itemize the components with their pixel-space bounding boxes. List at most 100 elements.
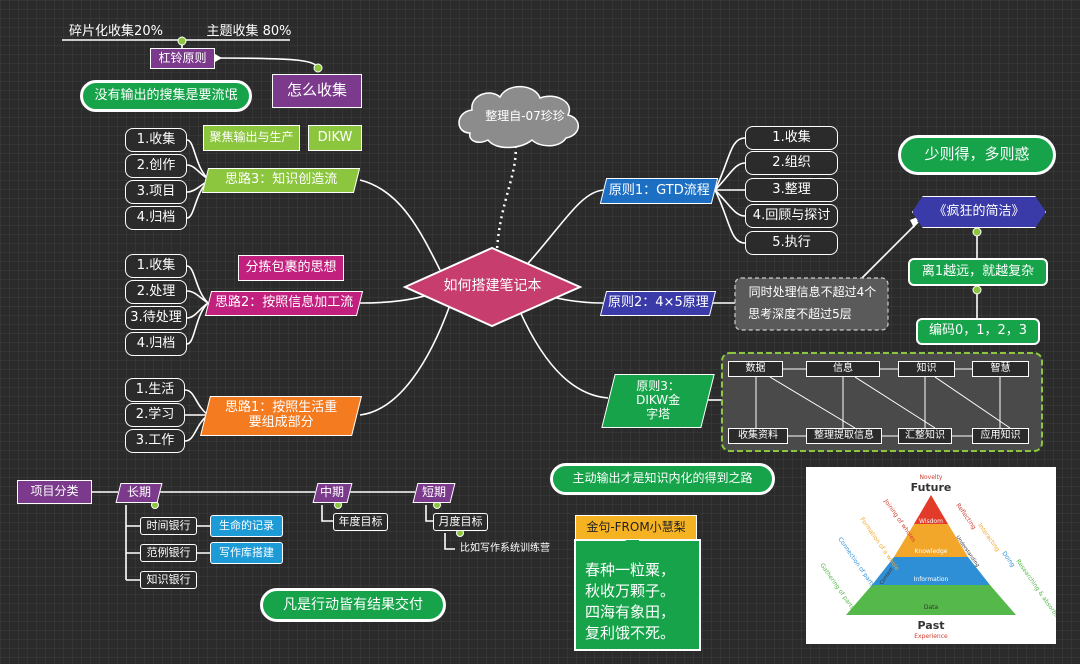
- no-output-pill[interactable]: 没有输出的搜集是要流氓: [80, 80, 252, 112]
- p3-item-3[interactable]: 3.项目: [125, 180, 187, 204]
- mid-label: 中期: [320, 485, 345, 500]
- active-output-pill[interactable]: 主动输出才是知识内化的得到之路: [550, 463, 775, 495]
- line-banks: [125, 505, 140, 581]
- cloud-shape: [458, 85, 579, 149]
- p45-label: 原则2：4×5原理: [607, 295, 709, 311]
- p1-item-1[interactable]: 1.生活: [125, 378, 185, 402]
- p45-box: [734, 277, 889, 331]
- dikw-bottom-4: 应用知识: [972, 428, 1029, 444]
- p1-item-2[interactable]: 2.学习: [125, 403, 185, 427]
- month-node[interactable]: 月度目标: [433, 513, 488, 531]
- left-label-2: Formation of a whole: [858, 516, 900, 572]
- bank-1[interactable]: 时间银行: [140, 517, 197, 535]
- right-label-3: Doing: [1000, 550, 1016, 569]
- p2-item-3[interactable]: 3.待处理: [125, 306, 187, 330]
- dikw-bottom-1: 收集资料: [728, 428, 788, 444]
- dikw-top-2: 信息: [806, 361, 880, 377]
- line-center-path3: [359, 179, 441, 271]
- right-label-4: Researching & absorbing: [1014, 558, 1056, 624]
- data-label: Data: [924, 604, 939, 611]
- path3-label: 思路3：知识创造流: [224, 172, 338, 188]
- line-gtd-4: [714, 189, 746, 217]
- gtd-item-1[interactable]: 1.收集: [745, 126, 838, 150]
- path3-node[interactable]: 思路3：知识创造流: [201, 168, 361, 193]
- line-short-month: [425, 505, 433, 522]
- connector-dot: [972, 285, 982, 295]
- bank-2[interactable]: 范例银行: [140, 544, 197, 562]
- long-label: 长期: [126, 485, 152, 500]
- dikw-line3: 字塔: [645, 406, 671, 421]
- dikw-node[interactable]: 原则3：DIKW金字塔: [601, 374, 715, 428]
- line-45-book: [861, 221, 919, 279]
- distance-node[interactable]: 离1越远，就越复杂: [908, 258, 1048, 286]
- gtd-item-3[interactable]: 3.整理: [745, 178, 838, 202]
- line-p2-1: [186, 265, 209, 304]
- gtd-label: 原则1：GTD流程: [608, 182, 710, 198]
- path1-line2: 要组成部分: [248, 415, 314, 430]
- dikw-line2: DIKW金: [635, 393, 681, 408]
- quote-line-3: 四海有象田，: [585, 603, 676, 621]
- action-pill[interactable]: 凡是行动皆有结果交付: [260, 588, 446, 622]
- projects-root[interactable]: 项目分类: [17, 480, 92, 504]
- gtd-item-4[interactable]: 4.回顾与探讨: [745, 204, 838, 228]
- path1-node[interactable]: 思路1：按照生活重要组成部分: [200, 396, 362, 436]
- center-diamond: [402, 246, 583, 328]
- quote-title[interactable]: 金句-FROM小慧梨: [575, 515, 697, 540]
- dikw-area: [721, 352, 1043, 452]
- p3-item-4[interactable]: 4.归档: [125, 206, 187, 230]
- pyramid-layer: [914, 495, 948, 524]
- left-label-4: Gathering of parts: [818, 562, 855, 611]
- bank-3[interactable]: 知识银行: [140, 571, 197, 589]
- path2-node[interactable]: 思路2：按照信息加工流: [204, 291, 364, 316]
- how-node[interactable]: 怎么收集: [272, 74, 362, 108]
- line-gtd-2: [714, 162, 746, 191]
- gtd-item-2[interactable]: 2.组织: [745, 151, 838, 175]
- center-title[interactable]: 如何搭建笔记本: [443, 277, 542, 294]
- gtd-node[interactable]: 原则1：GTD流程: [599, 178, 719, 204]
- line-p2-4: [186, 302, 209, 345]
- dikw-bottom-3: 汇整知识: [898, 428, 952, 444]
- camp-label: 比如写作系统训练营: [460, 543, 550, 555]
- knowledge-label: Knowledge: [915, 548, 948, 555]
- line-center-path1: [359, 304, 451, 416]
- long-node[interactable]: 长期: [115, 483, 163, 503]
- code-node[interactable]: 编码0，1，2，3: [916, 318, 1040, 345]
- cloud-text: 整理自-07珍珍: [485, 109, 565, 124]
- short-label: 短期: [421, 485, 447, 500]
- quote-line-2: 秋收万颗子。: [585, 582, 676, 600]
- connector-dot: [177, 36, 187, 46]
- bank-tag-2[interactable]: 写作库搭建: [210, 542, 283, 564]
- p45-node[interactable]: 原则2：4×5原理: [599, 291, 717, 316]
- dikw-top-3: 知识: [898, 361, 955, 377]
- line-cloud: [495, 139, 518, 251]
- p2-item-1[interactable]: 1.收集: [125, 254, 187, 278]
- mid-node[interactable]: 中期: [312, 483, 353, 503]
- path2-label: 思路2：按照信息加工流: [214, 295, 354, 311]
- p3-item-2[interactable]: 2.创作: [125, 154, 187, 178]
- line-gtd-1: [714, 137, 746, 191]
- quote-lines: 春种一粒粟， 秋收万颗子。 四海有象田， 复利饿不死。: [585, 560, 700, 644]
- line-center-gtd: [519, 189, 606, 273]
- line-center-dikw: [514, 299, 609, 399]
- book-title[interactable]: 《疯狂的简洁》: [912, 196, 1046, 228]
- less-more-pill[interactable]: 少则得，多则惑: [898, 135, 1056, 175]
- path1-line1: 思路1：按照生活重: [224, 400, 338, 416]
- short-node[interactable]: 短期: [412, 483, 456, 503]
- dikw-callout[interactable]: DIKW: [308, 125, 362, 151]
- p3-item-1[interactable]: 1.收集: [125, 128, 187, 152]
- left-label-3: Connection of parts: [836, 536, 876, 588]
- p1-item-3[interactable]: 3.工作: [125, 429, 185, 453]
- left-label-1: Joining of wholes: [882, 497, 917, 543]
- line-month-camp: [444, 533, 455, 550]
- p2-item-2[interactable]: 2.处理: [125, 280, 187, 304]
- year-node[interactable]: 年度目标: [333, 513, 388, 531]
- sort-node[interactable]: 分拣包裹的思想: [238, 255, 344, 281]
- focus-node[interactable]: 聚焦输出与生产: [203, 125, 300, 151]
- connector-dot: [313, 63, 323, 73]
- lever-node[interactable]: 杠铃原则: [150, 48, 215, 69]
- gtd-item-5[interactable]: 5.执行: [745, 231, 838, 255]
- line-gtd-5: [714, 189, 746, 244]
- bank-tag-1[interactable]: 生命的记录: [210, 515, 283, 537]
- information-label: Information: [914, 576, 949, 583]
- p2-item-4[interactable]: 4.归档: [125, 332, 187, 356]
